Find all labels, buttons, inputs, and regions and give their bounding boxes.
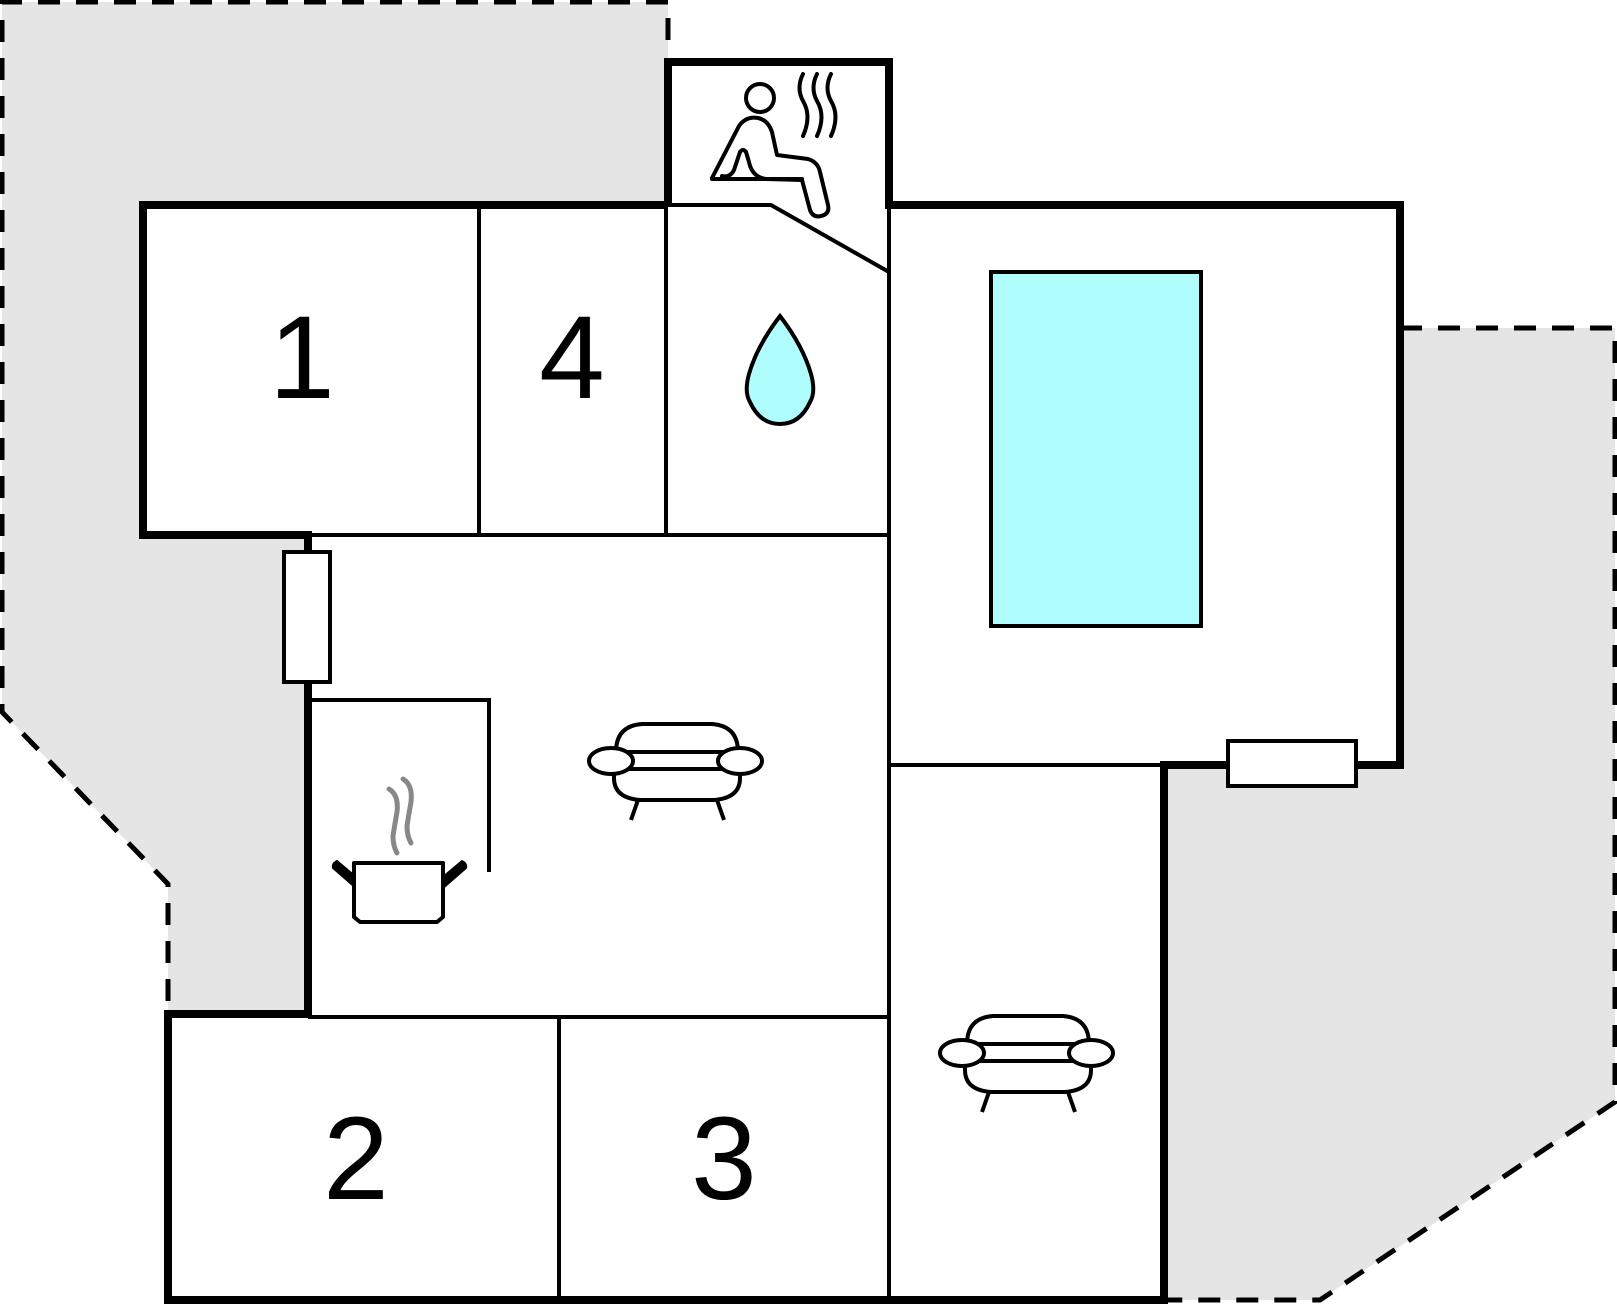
indoor-pool [989, 270, 1203, 628]
room-label-1: 1 [269, 292, 335, 424]
cooking-pot-icon [331, 776, 468, 924]
sauna-icon [710, 72, 838, 219]
sofa-icon [587, 722, 764, 821]
terrace-west-dashed-border [0, 0, 671, 1014]
sofa-icon [938, 1014, 1115, 1113]
water-drop-icon [744, 312, 816, 427]
terrace-west [2, 2, 668, 1014]
room-label-4: 4 [539, 292, 605, 424]
terrace-east-dashed-border [1164, 325, 1617, 1303]
terrace-door-east [1226, 739, 1358, 788]
room-label-2: 2 [323, 1093, 389, 1225]
terrace-east [1164, 328, 1615, 1300]
interior-walls [308, 203, 1164, 1300]
room-label-3: 3 [691, 1093, 757, 1225]
entrance-door-west [282, 550, 332, 684]
